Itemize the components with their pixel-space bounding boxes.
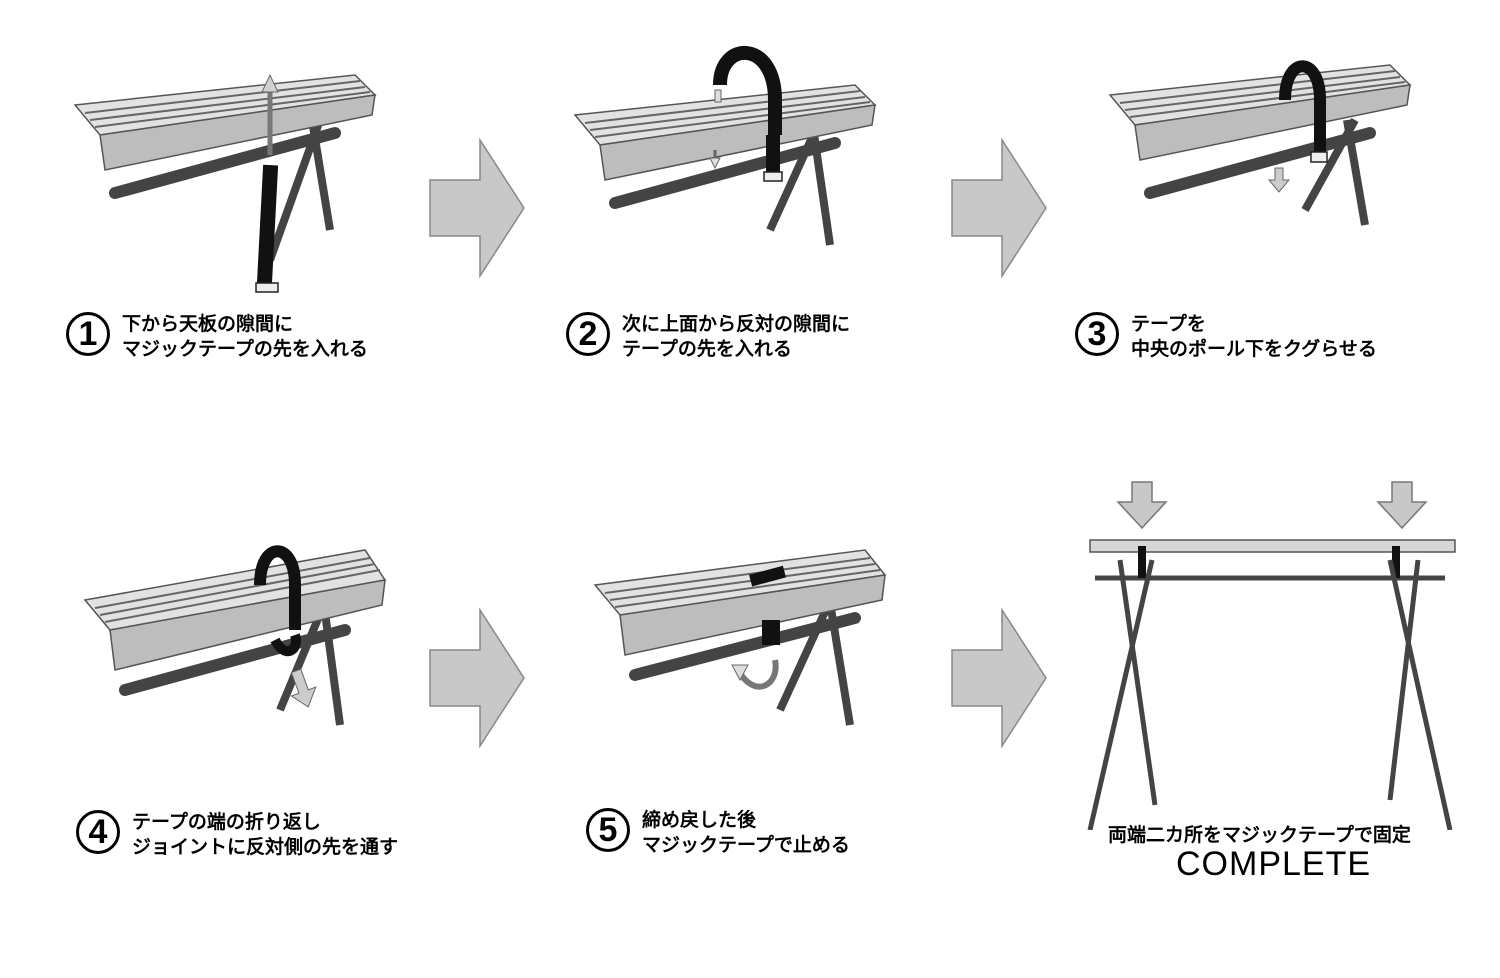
step-4-panel: 4 テープの端の折り返し ジョイントに反対側の先を通す xyxy=(70,530,530,950)
step-1-label: 1 下から天板の隙間に マジックテープの先を入れる xyxy=(66,312,368,362)
step-2-panel: 2 次に上面から反対の隙間に テープの先を入れる xyxy=(560,40,1020,460)
complete-panel: 両端二カ所をマジックテープで固定 COMPLETE xyxy=(1080,470,1480,890)
step-5-number: 5 xyxy=(586,808,630,852)
step-3-number: 3 xyxy=(1075,312,1119,356)
step-4-label: 4 テープの端の折り返し ジョイントに反対側の先を通す xyxy=(76,810,398,860)
step-3-line2: 中央のポール下をクグらせる xyxy=(1131,338,1377,360)
step-4-line1: テープの端の折り返し xyxy=(132,811,321,833)
right-arrow-icon xyxy=(951,138,1047,278)
step-2-illustration xyxy=(573,45,877,246)
step-3-line1: テープを xyxy=(1131,313,1206,335)
step-2-label: 2 次に上面から反対の隙間に テープの先を入れる xyxy=(566,312,850,362)
step-2-number: 2 xyxy=(566,312,610,356)
step-1-illustration xyxy=(73,73,377,293)
complete-illustration xyxy=(1087,481,1456,830)
step-5-line2: マジックテープで止める xyxy=(642,834,850,856)
step-5-panel: 5 締め戻した後 マジックテープで止める xyxy=(580,530,1040,950)
step-2-line1: 次に上面から反対の隙間に xyxy=(622,313,851,335)
step-4-illustration xyxy=(83,545,387,726)
step-2-line2: テープの先を入れる xyxy=(622,338,792,360)
step-4-text: テープの端の折り返し ジョイントに反対側の先を通す xyxy=(132,810,398,860)
step-3-label: 3 テープを 中央のポール下をクグらせる xyxy=(1075,312,1377,362)
step-5-text: 締め戻した後 マジックテープで止める xyxy=(642,808,850,858)
step-3-illustration xyxy=(1108,60,1412,226)
right-arrow-icon xyxy=(429,608,525,748)
step-2-text: 次に上面から反対の隙間に テープの先を入れる xyxy=(622,312,850,362)
step-3-text: テープを 中央のポール下をクグらせる xyxy=(1131,312,1377,362)
complete-title: COMPLETE xyxy=(1176,845,1372,883)
step-4-number: 4 xyxy=(76,810,120,854)
step-5-illustration xyxy=(593,549,887,726)
step-1-number: 1 xyxy=(66,312,110,356)
step-5-line1: 締め戻した後 xyxy=(642,809,757,831)
step-3-panel: 3 テープを 中央のポール下をクグらせる xyxy=(1075,40,1500,460)
step-5-label: 5 締め戻した後 マジックテープで止める xyxy=(586,808,850,858)
step-1-line1: 下から天板の隙間に xyxy=(122,313,294,335)
right-arrow-icon xyxy=(951,608,1047,748)
complete-caption: 両端二カ所をマジックテープで固定 xyxy=(1108,824,1411,846)
right-arrow-icon xyxy=(429,138,525,278)
step-4-line2: ジョイントに反対側の先を通す xyxy=(132,836,399,858)
step-1-text: 下から天板の隙間に マジックテープの先を入れる xyxy=(122,312,368,362)
step-1-panel: 1 下から天板の隙間に マジックテープの先を入れる xyxy=(60,60,520,480)
step-1-line2: マジックテープの先を入れる xyxy=(122,338,368,360)
